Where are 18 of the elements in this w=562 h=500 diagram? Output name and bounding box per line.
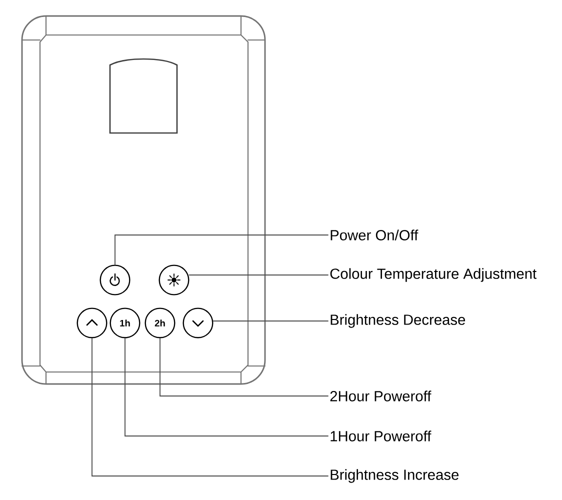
callout-label: 2Hour Poweroff bbox=[330, 390, 432, 402]
leader-line bbox=[212, 320, 328, 322]
down-button bbox=[182, 308, 214, 338]
leader-line bbox=[188, 274, 328, 276]
power-button bbox=[100, 264, 130, 296]
callout-label: Brightness Decrease bbox=[330, 314, 466, 328]
callout-label: 1Hour Poweroff bbox=[330, 430, 432, 442]
callout-label: Brightness Increase bbox=[330, 469, 459, 483]
callout-label: Power On/Off bbox=[330, 230, 418, 240]
leader-line bbox=[160, 338, 328, 396]
leader-line bbox=[124, 338, 328, 436]
callout-label: Colour Temperature Adjustment bbox=[330, 268, 536, 282]
leader-line bbox=[92, 338, 328, 476]
timer-button: 1h bbox=[110, 308, 140, 338]
leader-line bbox=[114, 234, 328, 266]
brightness-button bbox=[158, 264, 190, 296]
timer-button: 2h bbox=[144, 308, 176, 338]
up-button bbox=[76, 308, 108, 338]
